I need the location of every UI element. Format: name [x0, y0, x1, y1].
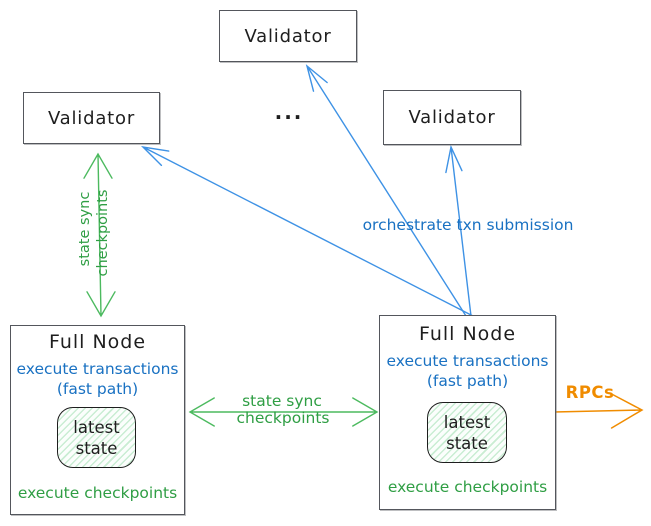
state-sync-arrow-vertical	[83, 152, 116, 318]
latest-state-store: latest state	[427, 402, 507, 463]
orchestrate-arrow-to-left-validator	[140, 145, 474, 317]
rpcs-arrow	[553, 393, 644, 429]
full-node-footer: execute checkpoints	[17, 484, 178, 502]
orchestrate-txn-submission-label: orchestrate txn submission	[362, 216, 574, 234]
full-node-title: Full Node	[48, 331, 147, 353]
state-sync-vertical-label-line1: state sync	[77, 191, 93, 267]
validator-label: Validator	[47, 107, 136, 129]
full-node-footer: execute checkpoints	[387, 478, 548, 496]
latest-state-store: latest state	[57, 407, 136, 468]
state-sync-horizontal-label-line2: checkpoints	[236, 409, 330, 427]
full-node-capability: (fast path)	[426, 372, 509, 390]
validator-label: Validator	[244, 25, 332, 47]
validator-node-left: Validator	[23, 92, 160, 144]
latest-state-line: latest	[73, 417, 120, 437]
full-node-capability: execute transactions	[386, 352, 549, 370]
more-validators-ellipsis: ...	[274, 100, 304, 124]
state-sync-arrow-horizontal	[188, 397, 379, 427]
full-node-left: Full Node execute transactions (fast pat…	[10, 325, 185, 515]
latest-state-line: latest	[443, 412, 491, 432]
latest-state-line: state	[75, 438, 118, 458]
validator-label: Validator	[408, 107, 496, 128]
full-node-title: Full Node	[418, 323, 517, 345]
latest-state-line: state	[446, 433, 488, 453]
state-sync-vertical-label-line2: checkpoints	[95, 189, 111, 277]
validator-node-top: Validator	[219, 10, 357, 62]
orchestrate-arrow-to-top-validator	[305, 64, 467, 317]
full-node-capability: (fast path)	[56, 380, 139, 398]
orchestrate-arrow-to-right-validator	[445, 144, 472, 317]
full-node-right: Full Node execute transactions (fast pat…	[379, 315, 556, 510]
full-node-capability: execute transactions	[16, 360, 179, 378]
rpcs-label: RPCs	[565, 383, 615, 402]
validator-node-right: Validator	[383, 90, 521, 145]
state-sync-horizontal-label-line1: state sync	[242, 392, 322, 410]
